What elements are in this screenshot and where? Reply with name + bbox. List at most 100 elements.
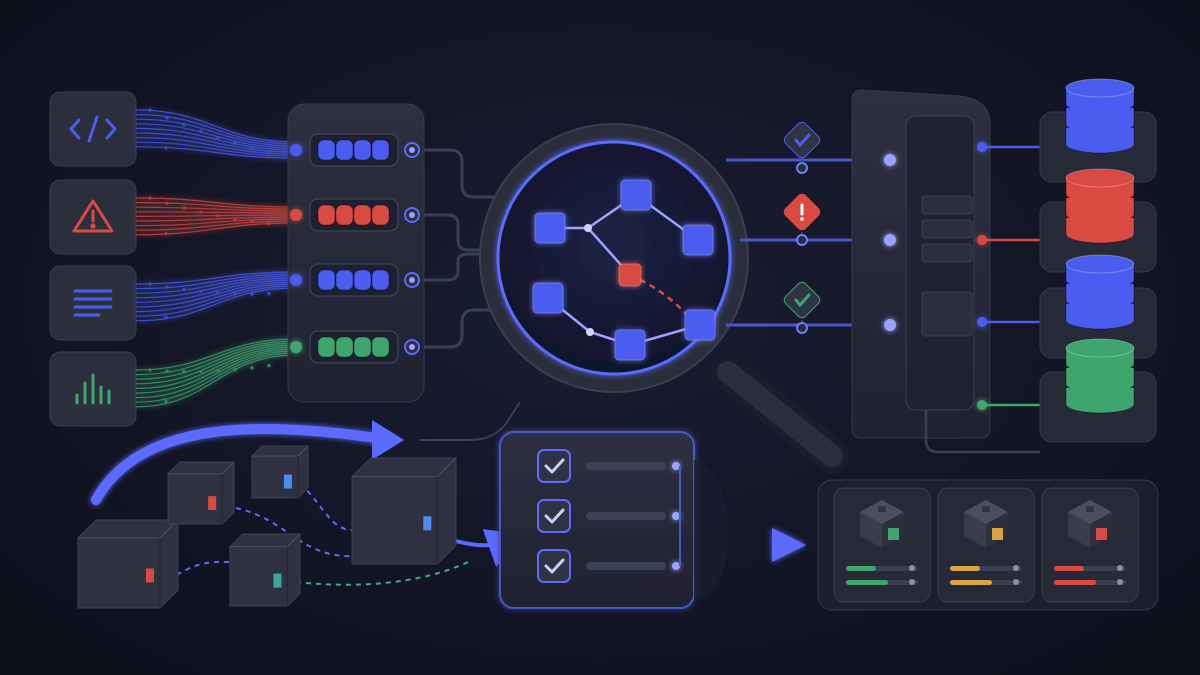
queue-item bbox=[353, 204, 372, 226]
package-icon bbox=[251, 445, 309, 499]
rack-slot bbox=[921, 195, 973, 215]
router-port bbox=[884, 234, 896, 246]
signal-fibers bbox=[135, 196, 297, 236]
queue bbox=[290, 263, 420, 297]
checklist-item bbox=[537, 449, 680, 483]
funnel-shape bbox=[694, 460, 729, 600]
queue-item bbox=[317, 139, 336, 161]
router-ports bbox=[884, 142, 1040, 454]
dashed-path bbox=[295, 561, 469, 586]
queue-item bbox=[371, 336, 390, 358]
graph-node bbox=[618, 263, 642, 287]
status-bar bbox=[950, 580, 992, 585]
checkbox-checked-icon bbox=[537, 549, 571, 583]
status-bar bbox=[1054, 580, 1096, 585]
queue bbox=[290, 198, 420, 232]
queue-item bbox=[371, 139, 390, 161]
checklist-item bbox=[537, 549, 680, 583]
database-icon bbox=[1039, 338, 1157, 443]
dashed-path bbox=[167, 560, 233, 581]
packages bbox=[77, 445, 457, 609]
database-icon bbox=[1039, 168, 1157, 273]
checklist-line bbox=[586, 512, 666, 520]
cube-icon bbox=[964, 500, 1008, 548]
database-icon bbox=[1039, 78, 1157, 183]
queues bbox=[290, 133, 420, 364]
status-bar bbox=[846, 580, 888, 585]
status-bar bbox=[1054, 566, 1084, 571]
status-bar bbox=[846, 566, 876, 571]
package-tag bbox=[273, 573, 282, 588]
graph-node bbox=[620, 179, 652, 211]
checklist-line bbox=[586, 562, 666, 570]
check-icon bbox=[794, 293, 811, 308]
package-icon bbox=[167, 461, 235, 525]
queue-item bbox=[335, 269, 354, 291]
package-icon bbox=[77, 519, 179, 609]
queue-item bbox=[353, 336, 372, 358]
queue-item bbox=[317, 336, 336, 358]
checklist-item bbox=[537, 499, 680, 533]
database-icon bbox=[1039, 254, 1157, 359]
databases bbox=[1039, 78, 1157, 443]
checklist-line bbox=[586, 462, 666, 470]
queue-item bbox=[371, 269, 390, 291]
queue-item bbox=[335, 336, 354, 358]
router-port bbox=[977, 317, 987, 327]
router-port bbox=[884, 319, 896, 331]
package-tag bbox=[208, 496, 217, 511]
signal-fibers bbox=[135, 271, 297, 322]
package-icon bbox=[229, 533, 301, 607]
queue-panel bbox=[287, 103, 425, 403]
package-icon bbox=[351, 457, 457, 565]
graph-node bbox=[684, 309, 716, 341]
source-tile bbox=[49, 91, 137, 167]
queue bbox=[290, 330, 420, 364]
source-tile bbox=[49, 179, 137, 255]
rack-slot bbox=[921, 291, 973, 337]
checkbox-checked-icon bbox=[537, 449, 571, 483]
queue-item bbox=[353, 269, 372, 291]
status-bar bbox=[950, 566, 980, 571]
output-cards bbox=[833, 487, 1139, 603]
cube-tag bbox=[1096, 528, 1107, 540]
source-tile bbox=[49, 351, 137, 427]
cube-icon bbox=[860, 500, 904, 548]
package-tag bbox=[283, 474, 292, 489]
check-badge bbox=[783, 121, 821, 174]
queue-item bbox=[335, 204, 354, 226]
graph-node bbox=[682, 224, 714, 256]
source-tile bbox=[49, 265, 137, 341]
checklist bbox=[537, 449, 681, 583]
rack-slot bbox=[921, 243, 973, 263]
document-lines-icon bbox=[73, 289, 113, 317]
graph-node bbox=[532, 282, 564, 314]
queue bbox=[290, 133, 420, 167]
graph-node bbox=[614, 329, 646, 361]
code-icon bbox=[69, 115, 117, 143]
check-badge bbox=[783, 281, 821, 334]
warning-icon bbox=[72, 199, 114, 233]
rack-slot bbox=[921, 219, 973, 239]
router-port bbox=[977, 142, 987, 152]
validation-badges bbox=[783, 121, 821, 334]
graph-joint bbox=[586, 328, 594, 336]
check-icon bbox=[794, 133, 811, 148]
flow-arrow-curve bbox=[91, 423, 395, 505]
signal-fibers bbox=[135, 338, 297, 408]
cube-tag bbox=[992, 528, 1003, 540]
bar-chart-icon bbox=[75, 373, 111, 405]
router-port bbox=[884, 154, 896, 166]
alert-badge bbox=[783, 193, 821, 246]
to-output-arrow-head bbox=[772, 528, 806, 562]
flow-connector bbox=[420, 401, 521, 441]
signal-fibers bbox=[135, 108, 297, 159]
queue-item bbox=[335, 139, 354, 161]
dashed-path bbox=[299, 483, 353, 531]
queue-item bbox=[317, 204, 336, 226]
router-port bbox=[977, 400, 987, 410]
output-card bbox=[833, 487, 931, 603]
queue-item bbox=[353, 139, 372, 161]
